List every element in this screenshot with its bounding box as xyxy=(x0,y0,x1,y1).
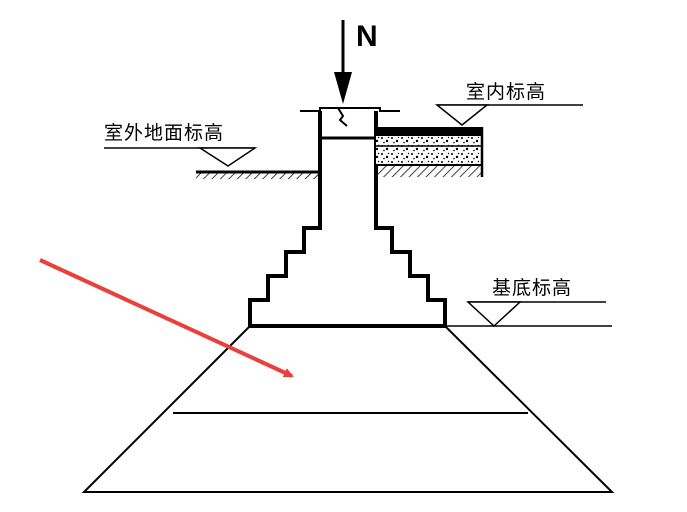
load-arrow-n xyxy=(334,20,352,104)
cap-break-mark xyxy=(337,107,348,127)
force-label: N xyxy=(356,20,378,53)
indoor-elevation-marker xyxy=(434,104,583,126)
outdoor-ground xyxy=(196,170,320,179)
lower-foundation xyxy=(81,325,615,493)
outdoor-elevation-marker xyxy=(104,147,258,167)
indoor-elevation-label: 室内标高 xyxy=(466,81,547,103)
wall-cap xyxy=(300,107,400,112)
red-pointer-arrow xyxy=(39,258,294,378)
base-elevation-marker xyxy=(445,301,612,328)
base-elevation-label: 基底标高 xyxy=(492,277,573,299)
outdoor-elevation-label: 室外地面标高 xyxy=(104,122,225,144)
indoor-floor xyxy=(376,127,484,177)
